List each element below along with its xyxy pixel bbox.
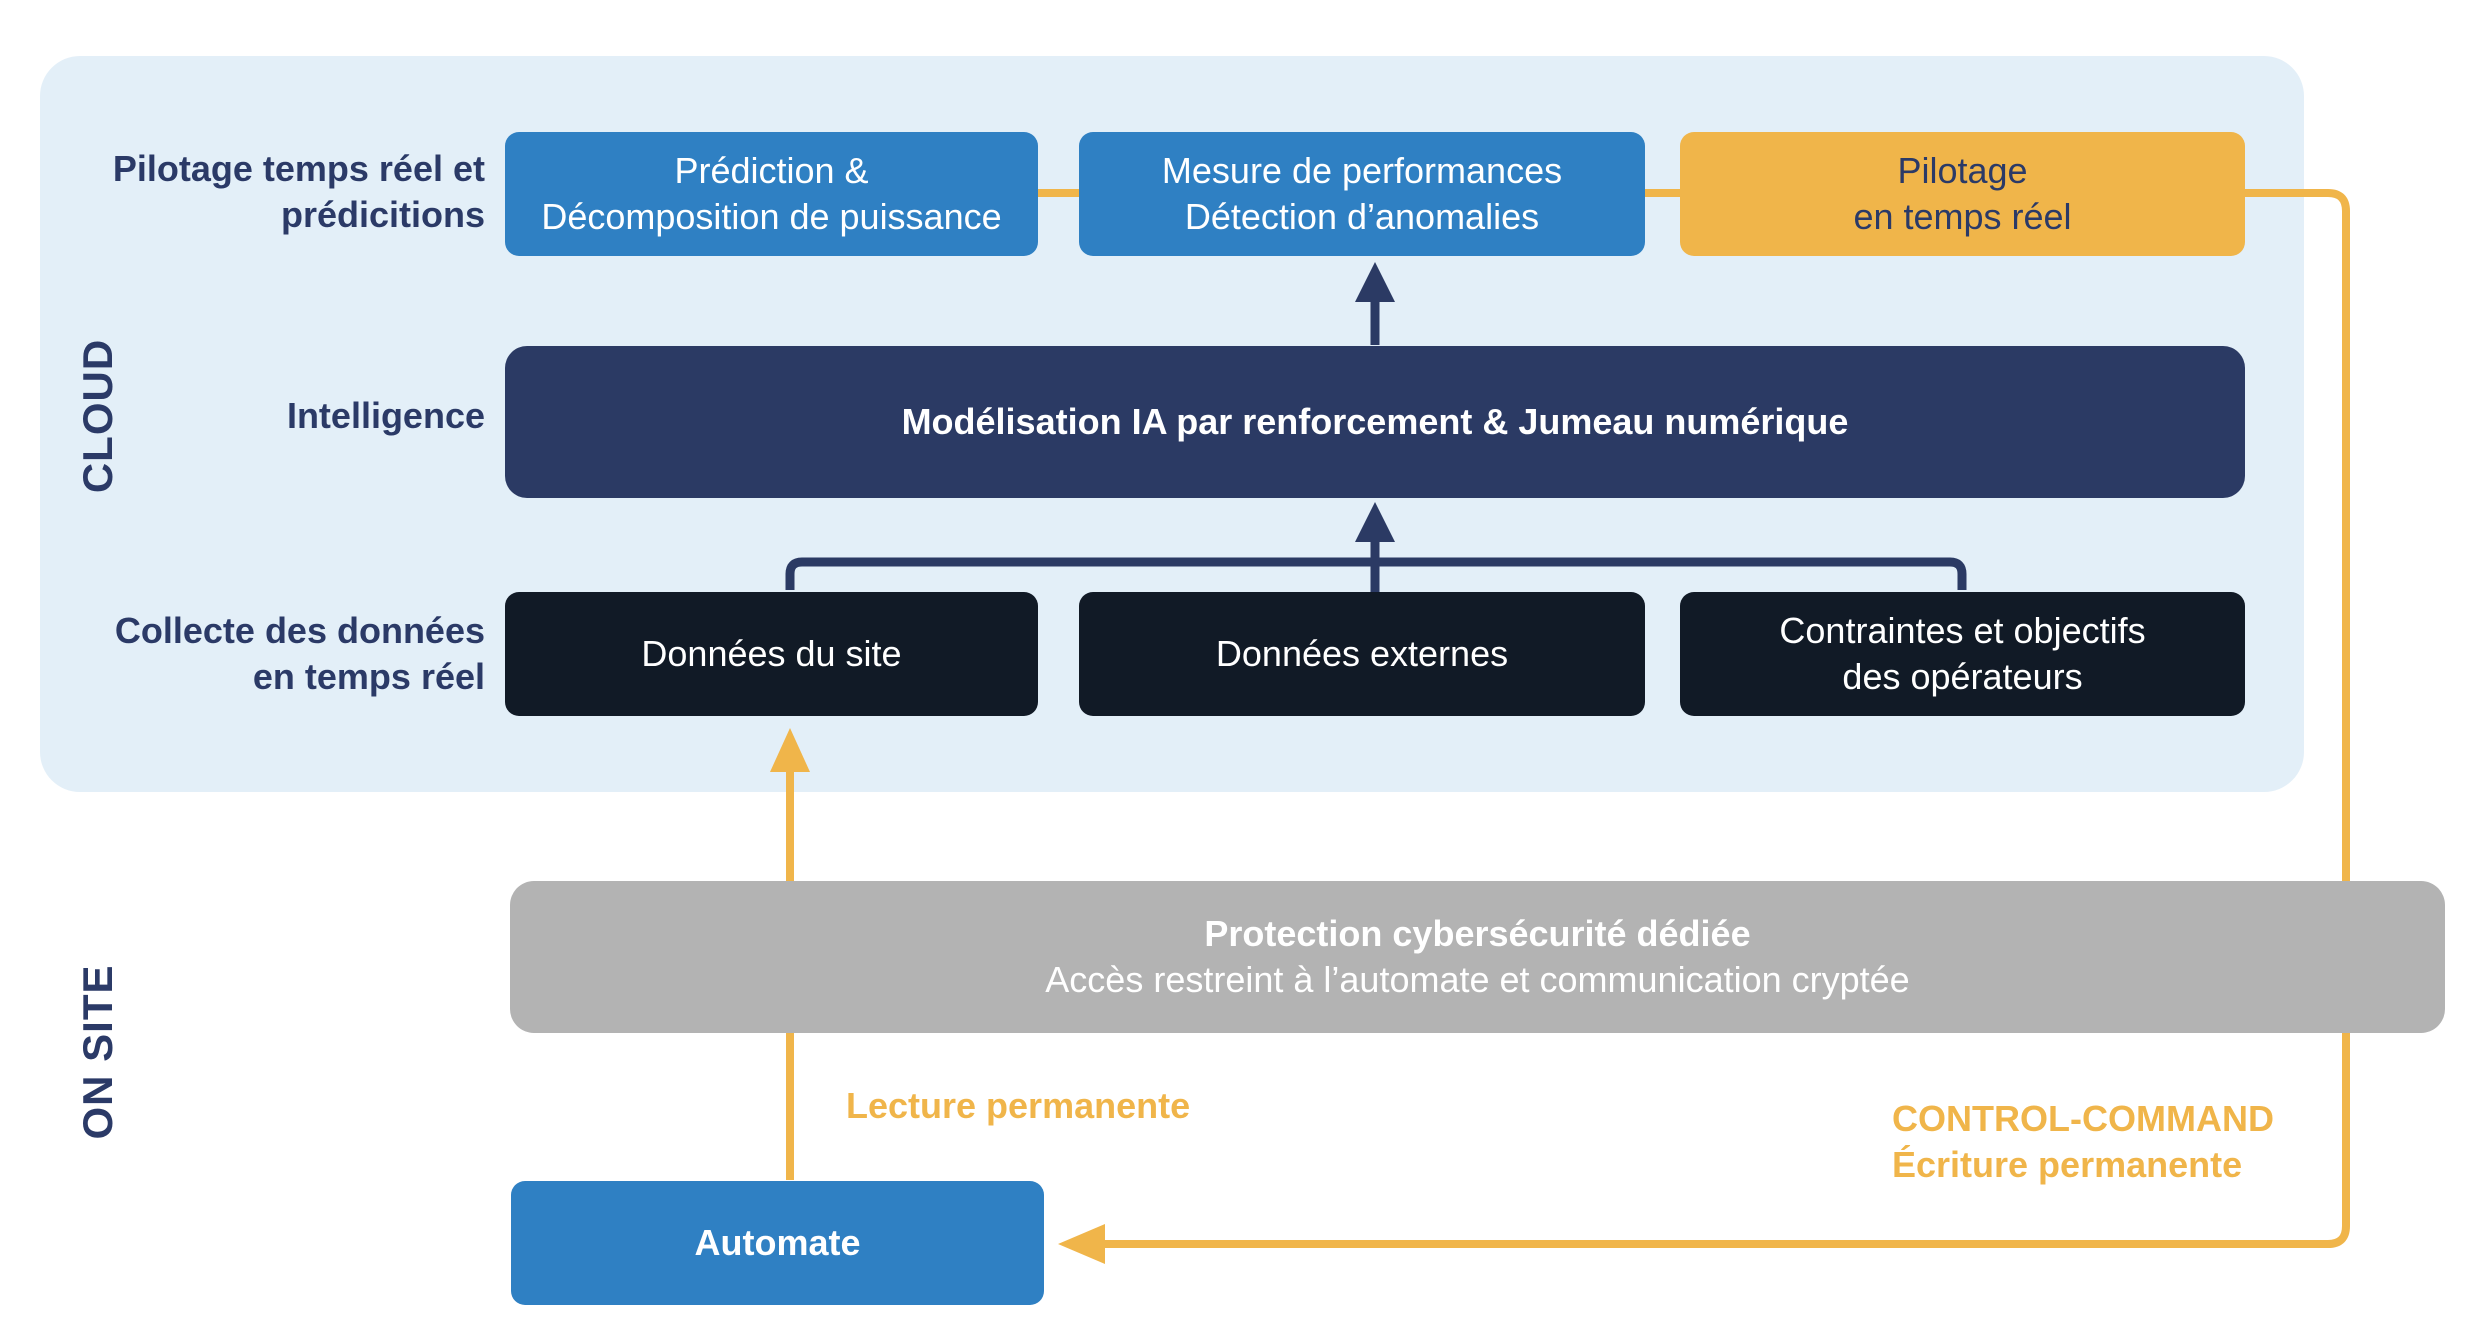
lecture-arrow-head: [770, 728, 810, 772]
control-command-label: CONTROL-COMMAND: [1892, 1098, 2274, 1139]
ecriture-permanente-label: Écriture permanente: [1892, 1144, 2243, 1185]
row-label-intelligence: Intelligence: [286, 395, 485, 436]
cybersecurity-subtitle: Accès restreint à l’automate et communic…: [1045, 959, 1910, 1000]
pilotage-temps-reel-box: Pilotage en temps réel: [1680, 132, 2245, 256]
donnees-du-site-box: Données du site: [505, 592, 1038, 716]
on-site-zone-label: ON SITE: [74, 964, 121, 1140]
lecture-permanente-label: Lecture permanente: [846, 1085, 1191, 1126]
prediction-box: Prédiction & Décomposition de puissance: [505, 132, 1038, 256]
arrow-model-to-mesure-head: [1355, 262, 1395, 302]
control-command-arrow-head: [1058, 1224, 1105, 1264]
automate-box: Automate: [511, 1181, 1044, 1305]
row-label-collecte: Collecte des données en temps réel: [114, 610, 485, 697]
row-label-pilotage: Pilotage temps réel et prédicitions: [112, 148, 485, 235]
arrow-data-to-model-head: [1355, 502, 1395, 542]
cybersecurity-protection-box: Protection cybersécurité dédiée Accès re…: [510, 881, 2445, 1033]
cybersecurity-title: Protection cybersécurité dédiée: [1204, 913, 1751, 954]
donnees-externes-box: Données externes: [1079, 592, 1645, 716]
mesure-box: Mesure de performances Détection d’anoma…: [1079, 132, 1645, 256]
contraintes-box: Contraintes et objectifs des opérateurs: [1680, 592, 2245, 716]
control-command-loop: [1100, 189, 2350, 1248]
modelisation-box: Modélisation IA par renforcement & Jumea…: [505, 346, 2245, 498]
